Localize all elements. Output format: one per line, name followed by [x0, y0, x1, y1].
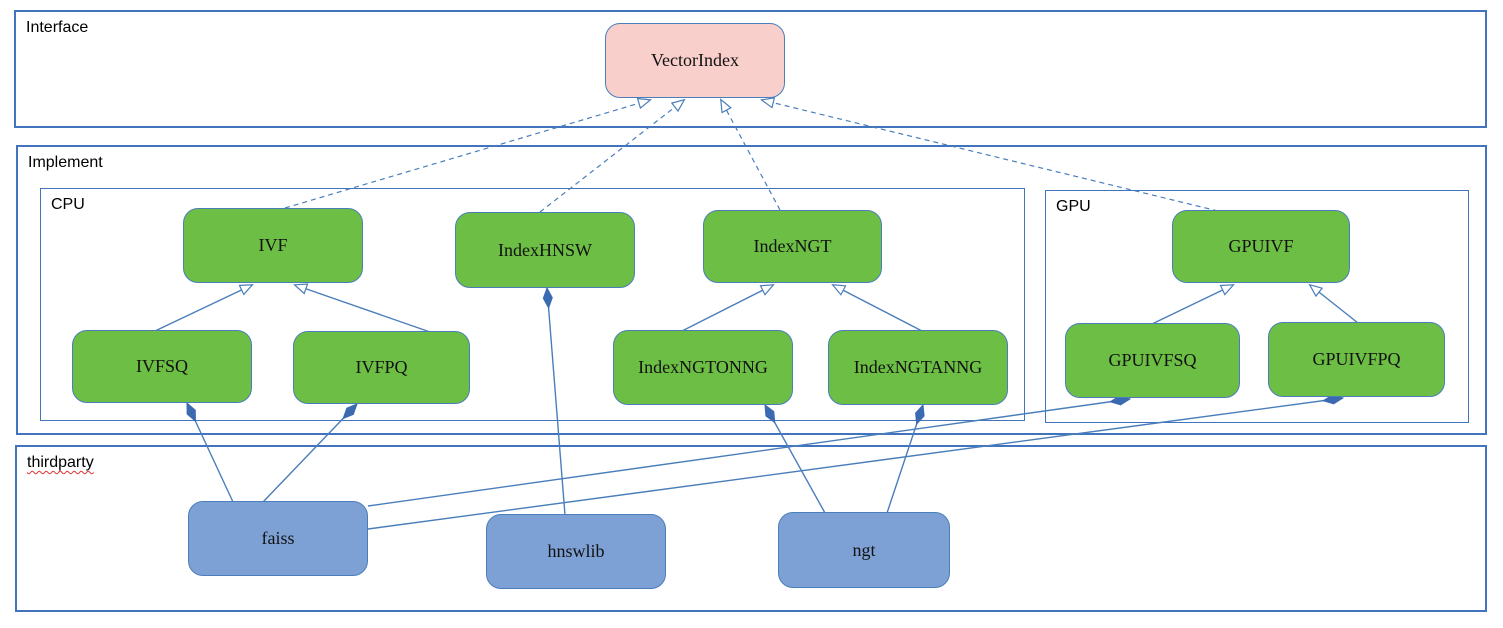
node-ivfsq-label: IVFSQ	[135, 356, 188, 376]
node-hnswlib-label: hnswlib	[547, 541, 605, 561]
node-indexngtanng: IndexNGTANNG	[828, 330, 1008, 405]
node-ivfpq-label: IVFPQ	[355, 357, 408, 377]
node-ivfpq: IVFPQ	[293, 331, 470, 404]
node-indexngtonng-label: IndexNGTONNG	[638, 357, 768, 377]
node-ngt-label: ngt	[852, 539, 876, 560]
node-hnswlib: hnswlib	[486, 514, 666, 589]
node-ivf-label: IVF	[258, 235, 288, 255]
gpu-container-label: GPU	[1056, 198, 1091, 215]
node-indexhnsw-label: IndexHNSW	[498, 239, 592, 260]
thirdparty-container-label: thirdparty	[27, 454, 94, 471]
node-faiss-label: faiss	[261, 528, 295, 548]
node-vectorindex-label: VectorIndex	[651, 50, 739, 70]
node-indexngtanng-label: IndexNGTANNG	[853, 357, 983, 377]
node-indexngt-label: IndexNGT	[753, 236, 832, 256]
node-gpuivfpq-label: GPUIVFPQ	[1312, 349, 1401, 369]
node-ivfsq: IVFSQ	[72, 330, 252, 403]
node-gpuivfpq: GPUIVFPQ	[1268, 322, 1445, 397]
node-ngt: ngt	[778, 512, 950, 588]
node-indexngtonng: IndexNGTONNG	[613, 330, 793, 405]
implement-container-label: Implement	[28, 154, 103, 171]
node-gpuivf: GPUIVF	[1172, 210, 1350, 283]
node-gpuivf-label: GPUIVF	[1228, 236, 1294, 256]
node-gpuivfsq-label: GPUIVFSQ	[1108, 350, 1197, 370]
cpu-container-label: CPU	[51, 196, 85, 213]
node-vectorindex: VectorIndex	[605, 23, 785, 98]
node-indexngt: IndexNGT	[703, 210, 882, 283]
node-indexhnsw: IndexHNSW	[455, 212, 635, 288]
node-ivf: IVF	[183, 208, 363, 283]
interface-container-label: Interface	[26, 19, 89, 36]
node-faiss: faiss	[188, 501, 368, 576]
node-gpuivfsq: GPUIVFSQ	[1065, 323, 1240, 398]
